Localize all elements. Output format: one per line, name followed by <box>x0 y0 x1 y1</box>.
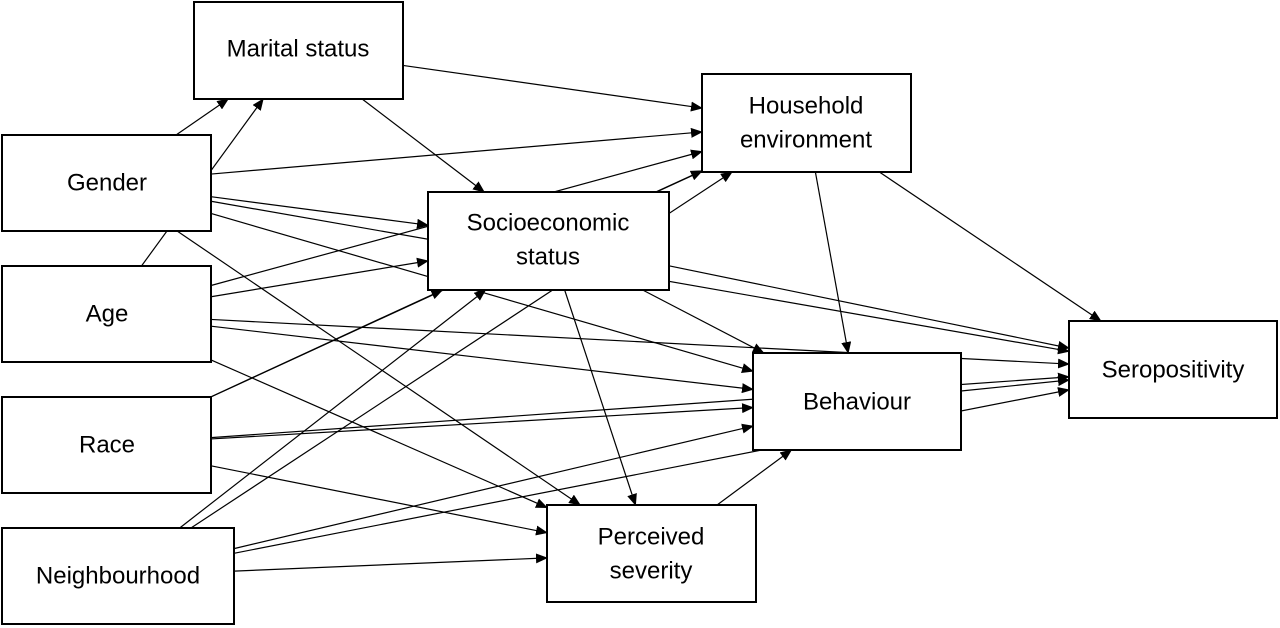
node-behaviour-label: Behaviour <box>803 388 911 415</box>
node-race-label: Race <box>79 431 135 458</box>
edge-ses-to-perceived <box>564 289 637 506</box>
node-perceived-severity-label-line-1: Perceived <box>598 523 705 550</box>
edge-marital-to-ses <box>361 98 485 193</box>
node-gender-label: Gender <box>67 169 147 196</box>
node-socioeconomic-status: Socioeconomic status <box>427 191 670 291</box>
edge-gender-to-marital <box>175 98 230 136</box>
node-marital-status: Marital status <box>193 1 404 100</box>
edge-race-to-perceived <box>210 465 548 536</box>
node-household-environment-label-line-2: environment <box>740 126 872 153</box>
node-perceived-severity: Perceived severity <box>546 504 757 603</box>
edge-household-to-seropositivity <box>879 171 1102 322</box>
node-race: Race <box>1 396 212 494</box>
node-seropositivity-label: Seropositivity <box>1102 356 1245 383</box>
edge-ses-to-behaviour <box>642 289 765 354</box>
node-household-environment: Household environment <box>701 73 912 173</box>
edge-race-to-behaviour <box>210 403 754 440</box>
node-seropositivity: Seropositivity <box>1068 320 1278 419</box>
node-household-environment-label-line-1: Household <box>749 92 864 119</box>
edge-gender-to-household <box>210 127 703 175</box>
node-neighbourhood-label: Neighbourhood <box>36 562 200 589</box>
node-socioeconomic-status-label-line-2: status <box>516 243 580 270</box>
node-age-label: Age <box>86 300 129 327</box>
node-marital-status-label: Marital status <box>227 35 370 62</box>
node-age: Age <box>1 265 212 363</box>
edge-ses-to-seropositivity <box>668 265 1070 351</box>
edge-neighbourhood-to-ses <box>179 289 487 529</box>
edge-gender-to-behaviour <box>210 212 754 373</box>
edge-age-to-ses <box>210 257 429 298</box>
edge-behaviour-to-seropositivity <box>960 376 1070 392</box>
edge-gender-to-perceived <box>176 230 581 506</box>
edge-neighbourhood-to-perceived <box>233 553 548 572</box>
node-socioeconomic-status-label-line-1: Socioeconomic <box>467 209 630 236</box>
edge-age-to-perceived <box>210 359 548 509</box>
node-perceived-severity-label-line-2: severity <box>610 557 693 584</box>
node-gender: Gender <box>1 134 212 232</box>
edge-household-to-behaviour <box>814 171 852 354</box>
edge-age-to-behaviour <box>210 325 754 394</box>
node-neighbourhood: Neighbourhood <box>1 527 235 625</box>
edge-marital-to-household <box>402 64 703 112</box>
edge-race-to-ses <box>210 289 444 398</box>
node-behaviour: Behaviour <box>752 352 962 451</box>
edge-gender-to-ses <box>210 196 429 229</box>
edge-perceived-to-behaviour <box>716 449 793 506</box>
edge-neighbourhood-to-behaviour <box>233 423 754 550</box>
edges-layer <box>140 64 1102 572</box>
